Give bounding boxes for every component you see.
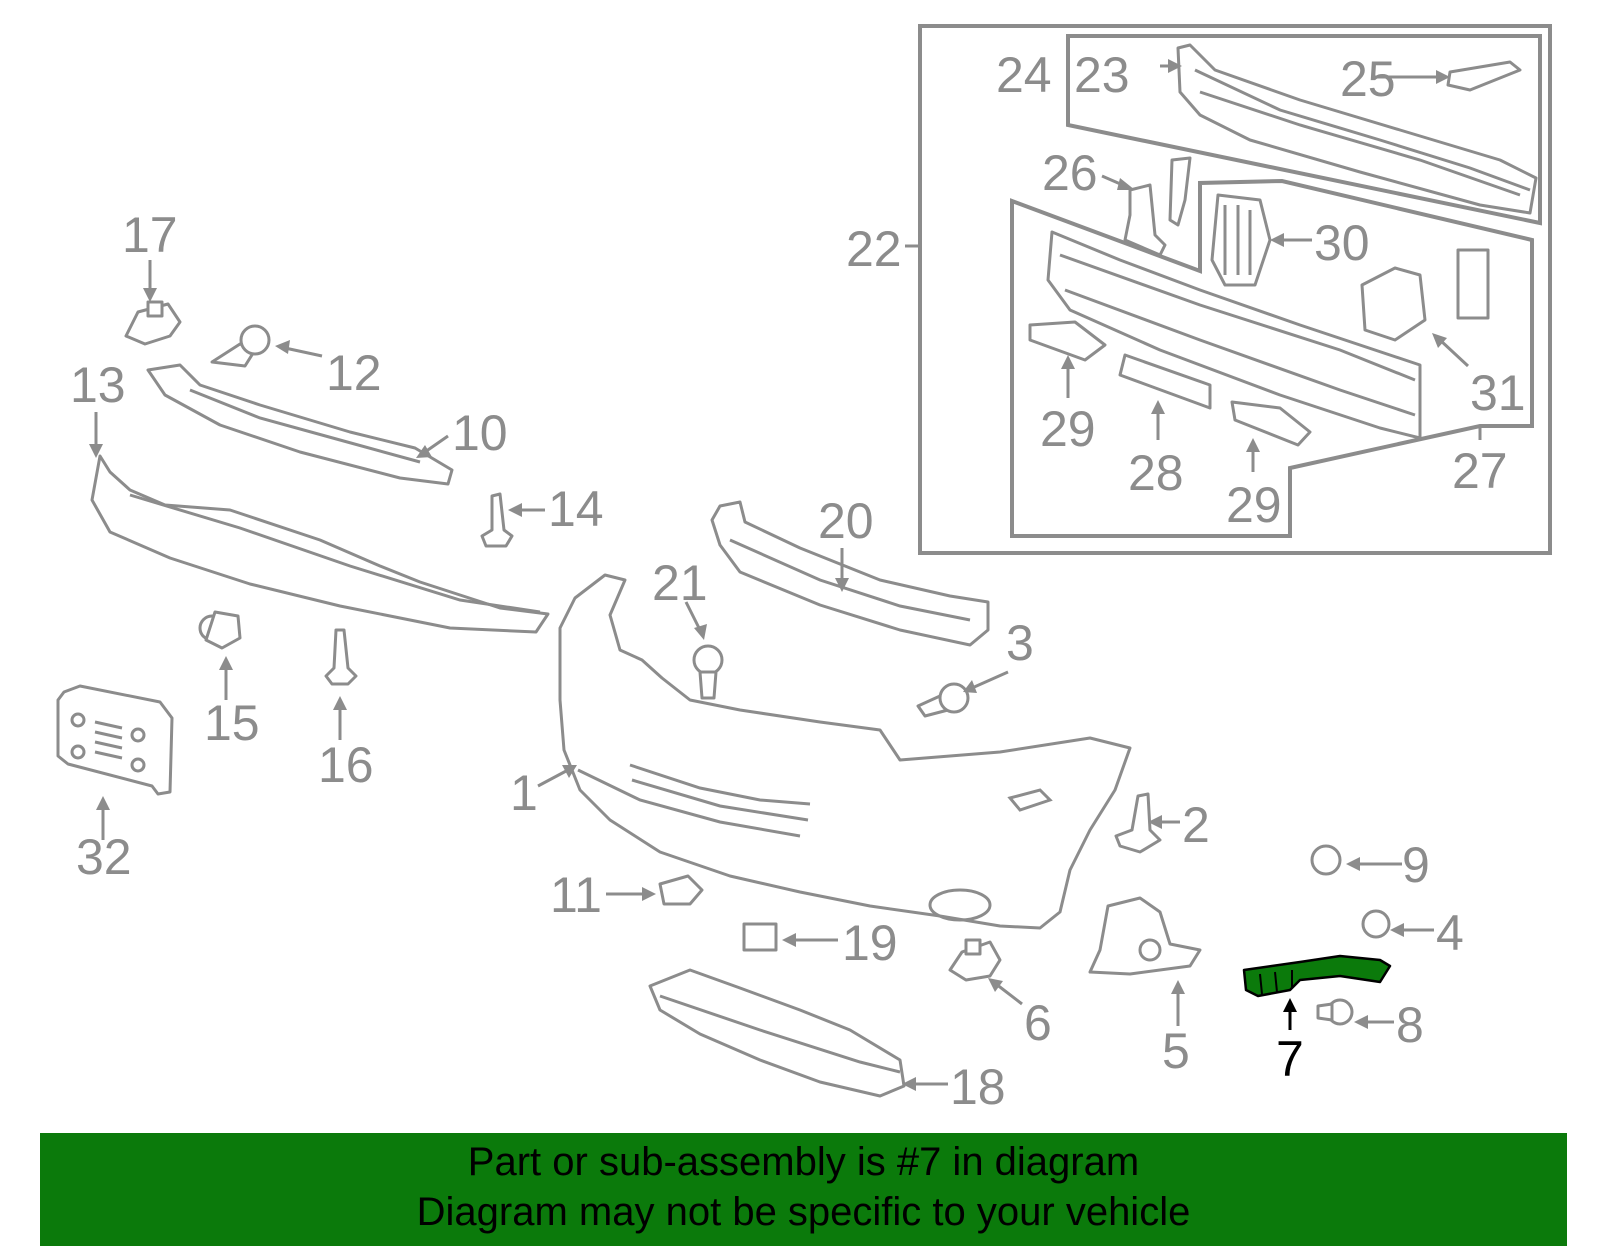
label-6: 6: [1024, 995, 1052, 1051]
banner-line-1: Part or sub-assembly is #7 in diagram: [467, 1140, 1140, 1184]
label-4: 4: [1436, 905, 1464, 961]
label-30: 30: [1314, 215, 1370, 271]
bracket-part-30: [1210, 193, 1272, 287]
clip-part-6-nut: [964, 938, 982, 956]
fastener-stem-21: [698, 670, 718, 700]
label-27: 27: [1452, 443, 1508, 499]
clip-part-17-nut: [146, 300, 164, 318]
push-clip-body-15: [204, 610, 242, 650]
label-28: 28: [1128, 445, 1184, 501]
inset-subframe-23: [1066, 34, 1542, 226]
absorber-bracket-part-31: [1360, 266, 1427, 342]
clip-part-17: [124, 302, 182, 346]
valance-part-13: [90, 454, 550, 634]
label-24: 24: [996, 47, 1052, 103]
banner-line-2: Diagram may not be specific to your vehi…: [416, 1190, 1191, 1234]
pin-part-16: [324, 628, 358, 686]
label-1: 1: [510, 765, 538, 821]
label-5: 5: [1162, 1023, 1190, 1079]
label-29-right: 29: [1226, 477, 1282, 533]
upper-reinforcement-part: [1176, 43, 1538, 215]
label-22: 22: [846, 221, 902, 277]
leader-lines: [89, 260, 1434, 1091]
label-20: 20: [818, 493, 874, 549]
nut-part-4: [1361, 909, 1391, 939]
screw-head-3: [938, 682, 970, 714]
pin-part-14: [480, 492, 514, 548]
label-26: 26: [1042, 145, 1098, 201]
inset-assembly: [905, 24, 1552, 555]
bolt-stem-8: [1316, 1002, 1334, 1022]
clip-part-6: [948, 940, 1002, 982]
label-15: 15: [204, 695, 260, 751]
screw-head-12: [239, 324, 271, 356]
bracket-part-26: [1123, 183, 1167, 257]
callout-labels: 17 12 13 10 14 15 16 32 20 21 3 1 2 11 1…: [70, 47, 1526, 1115]
bracket-part-29a: [1028, 320, 1107, 362]
label-13: 13: [70, 357, 126, 413]
inset-subframe-27: [1010, 178, 1534, 538]
absorber-part-18: [648, 968, 906, 1098]
bracket-part-26b: [1168, 156, 1192, 227]
bracket-part-5: [1088, 896, 1202, 976]
label-21: 21: [652, 555, 708, 611]
label-11: 11: [550, 867, 602, 923]
label-3: 3: [1006, 615, 1034, 671]
label-18: 18: [950, 1059, 1006, 1115]
inset-frame-22: [918, 24, 1552, 555]
label-32: 32: [76, 829, 132, 885]
label-19: 19: [842, 915, 898, 971]
info-banner: Part or sub-assembly is #7 in diagram Di…: [40, 1133, 1567, 1246]
strip-part-28: [1118, 353, 1212, 410]
label-9: 9: [1402, 837, 1430, 893]
label-31: 31: [1470, 365, 1526, 421]
label-7-highlighted: 7: [1276, 1031, 1304, 1087]
label-12: 12: [326, 345, 382, 401]
label-2: 2: [1182, 797, 1210, 853]
label-23: 23: [1074, 47, 1130, 103]
label-25: 25: [1340, 51, 1396, 107]
label-17: 17: [122, 207, 178, 263]
bracket-part-25: [1446, 60, 1522, 92]
pin-part-2: [1114, 792, 1162, 854]
license-bracket-part-32: [56, 684, 174, 796]
bracket-part-29b: [1230, 400, 1312, 447]
block-part-19: [742, 922, 778, 952]
bumper-cover-part-1: [558, 573, 1132, 930]
label-16: 16: [318, 737, 374, 793]
label-29-left: 29: [1040, 401, 1096, 457]
fastener-part-21: [692, 644, 724, 676]
absorber-plate-part-31: [1456, 248, 1490, 320]
nut-part-9: [1310, 844, 1342, 876]
trim-part-10: [146, 363, 454, 486]
clip-part-11: [658, 874, 704, 906]
label-8: 8: [1396, 997, 1424, 1053]
label-10: 10: [452, 405, 508, 461]
bracket-part-7-highlighted: [1242, 954, 1392, 998]
label-14: 14: [548, 481, 604, 537]
